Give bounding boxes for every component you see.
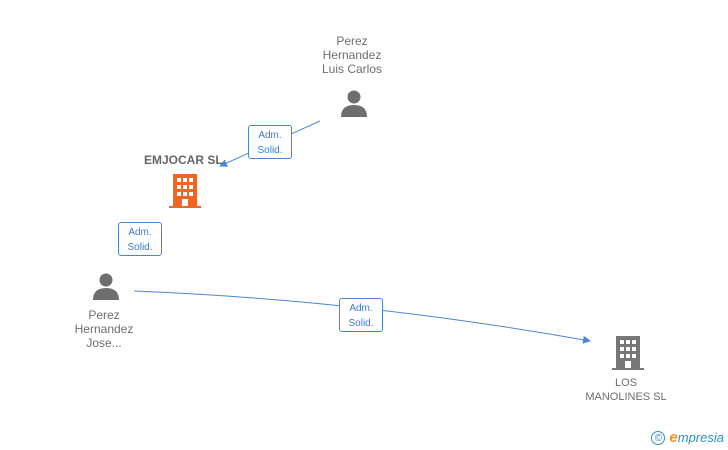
- copyright-icon: ©: [651, 430, 666, 445]
- edge-label-line-1: Adm.: [128, 227, 152, 238]
- company-manolines-line-1: LOS: [614, 377, 637, 389]
- person-luis-label: Perez Hernandez Luis Carlos: [302, 34, 402, 76]
- person-luis-line-3: Luis Carlos: [321, 62, 383, 76]
- edge-label-luis-emjocar[interactable]: Adm. Solid.: [248, 125, 292, 159]
- edge-label-line-2: Solid.: [127, 242, 153, 253]
- edge-label-line-1: Adm.: [349, 303, 373, 314]
- building-icon[interactable]: [169, 174, 201, 208]
- brand-logo: empresia: [669, 429, 724, 446]
- edge-label-jose-manolines[interactable]: Adm. Solid.: [339, 298, 383, 332]
- edge-label-line-2: Solid.: [257, 145, 283, 156]
- brand-logo-e: e: [669, 429, 678, 446]
- brand-logo-rest: mpresia: [677, 430, 724, 445]
- company-manolines-label[interactable]: LOS MANOLINES SL: [576, 376, 676, 404]
- brand-footer: © empresia: [651, 429, 724, 446]
- company-emjocar-label[interactable]: EMJOCAR SL: [144, 153, 223, 167]
- person-jose-line-2: Hernandez: [74, 322, 134, 336]
- edge-label-jose-emjocar[interactable]: Adm. Solid.: [118, 222, 162, 256]
- person-luis-line-1: Perez: [336, 34, 368, 48]
- person-jose-line-3: Jose...: [86, 336, 122, 350]
- person-luis-line-2: Hernandez: [322, 48, 382, 62]
- edge-label-line-1: Adm.: [258, 130, 282, 141]
- building-icon[interactable]: [612, 336, 644, 370]
- person-jose-label: Perez Hernandez Jose...: [54, 308, 154, 350]
- person-jose-line-1: Perez: [88, 308, 120, 322]
- edge-label-line-2: Solid.: [348, 318, 374, 329]
- company-manolines-line-2: MANOLINES SL: [585, 391, 667, 403]
- person-icon[interactable]: [340, 89, 368, 117]
- person-icon[interactable]: [92, 272, 120, 300]
